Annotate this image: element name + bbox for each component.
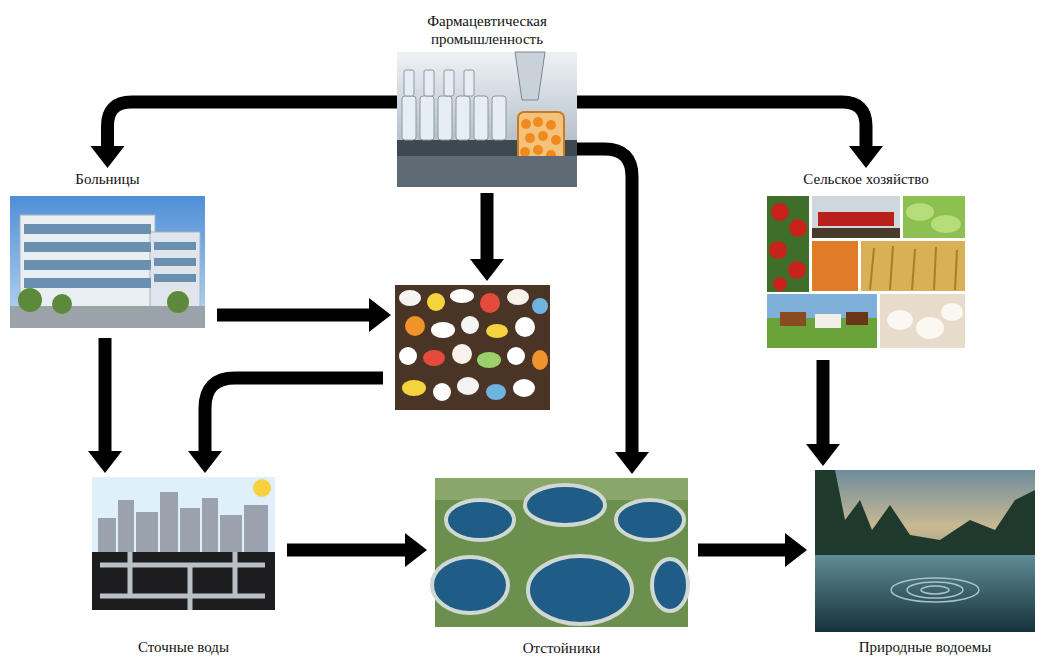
apples-tile: [767, 196, 809, 292]
node-label: Больницы: [0, 170, 225, 188]
lake-photo: [815, 470, 1035, 632]
illustrated-node: Отстойники: [435, 478, 688, 657]
tractor-tile: [812, 196, 900, 238]
illustrated-node: Природные водоемы: [815, 470, 1035, 656]
sky: [815, 470, 1035, 632]
node-label: Отстойники: [415, 639, 708, 657]
arrow-shaft: [205, 378, 383, 455]
illustrated-node: Больницы: [10, 170, 205, 328]
wood-ground: [395, 285, 550, 410]
arrow-head: [470, 259, 504, 281]
illustrated-node: Сточные воды: [92, 477, 275, 656]
flow-arrow: [577, 149, 649, 474]
machine-base: [397, 156, 577, 187]
forest: [815, 470, 1035, 560]
skyline: [98, 492, 268, 552]
trees: [18, 288, 189, 314]
arrow-head: [615, 452, 649, 474]
underground: [92, 552, 275, 610]
ripples: [891, 578, 979, 602]
agriculture-collage: [767, 196, 965, 348]
window-bands: [24, 224, 196, 288]
arrow-shaft: [481, 193, 494, 263]
arrow-head: [785, 533, 807, 567]
collage-ground: [767, 196, 965, 348]
arrow-head: [188, 451, 222, 473]
apples: [769, 203, 807, 291]
filling-nozzle: [515, 52, 545, 100]
flow-arrow: [88, 338, 122, 473]
illustrated-node: Фармацевтическая промышленность: [397, 12, 577, 187]
flow-arrow: [698, 533, 807, 567]
chickens: [887, 303, 963, 339]
illustrated-node: [395, 285, 550, 410]
arrow-shaft: [577, 102, 866, 150]
arrow-head: [405, 533, 427, 567]
tractor-implement: [818, 212, 894, 226]
flow-arrow: [188, 378, 383, 473]
arrow-shaft: [577, 149, 632, 456]
wastewater-picture: [92, 477, 275, 610]
cows-tile: [767, 294, 877, 348]
tanks: [432, 485, 688, 624]
node-label: Фармацевтическая промышленность: [377, 12, 597, 48]
sky: [92, 477, 275, 610]
flow-arrow: [470, 193, 504, 281]
lettuce: [906, 203, 961, 233]
flow-arrow: [287, 533, 427, 567]
node-label: Сельское хозяйство: [747, 170, 985, 188]
arrow-head: [806, 444, 840, 466]
water: [815, 555, 1035, 632]
pharma-photo: [397, 52, 577, 187]
illustrated-node: Сельское хозяйство: [767, 170, 965, 348]
settling-tanks-photo: [432, 478, 688, 627]
photo-ground: [397, 52, 577, 187]
arrow-head: [849, 146, 883, 168]
carrots-tile: [812, 241, 858, 291]
arrow-head: [88, 451, 122, 473]
pipes: [100, 552, 265, 610]
node-label: Сточные воды: [72, 638, 295, 656]
arrow-shaft: [698, 544, 789, 557]
arrow-shaft: [108, 102, 398, 150]
wheat-stalks: [870, 246, 957, 290]
arrow-head: [369, 298, 391, 332]
arrow-shaft: [817, 360, 830, 448]
arrow-shaft: [217, 309, 373, 322]
lettuce-tile: [903, 196, 965, 238]
flow-arrow: [217, 298, 391, 332]
node-label: Природные водоемы: [795, 638, 1042, 656]
pills-photo: [395, 285, 550, 410]
cows: [780, 312, 868, 328]
arrow-shaft: [287, 544, 409, 557]
flow-arrow: [91, 102, 398, 168]
flow-arrow: [806, 360, 840, 466]
field-soil: [812, 228, 900, 238]
sun: [253, 479, 271, 497]
arrow-head: [91, 146, 125, 168]
glass-bottles: [402, 70, 506, 140]
poultry-tile: [880, 294, 965, 348]
wheat-tile: [861, 241, 965, 291]
sky: [10, 196, 205, 328]
arrow-shaft: [99, 338, 112, 455]
hospital-photo: [10, 196, 205, 328]
pills: [399, 289, 548, 401]
